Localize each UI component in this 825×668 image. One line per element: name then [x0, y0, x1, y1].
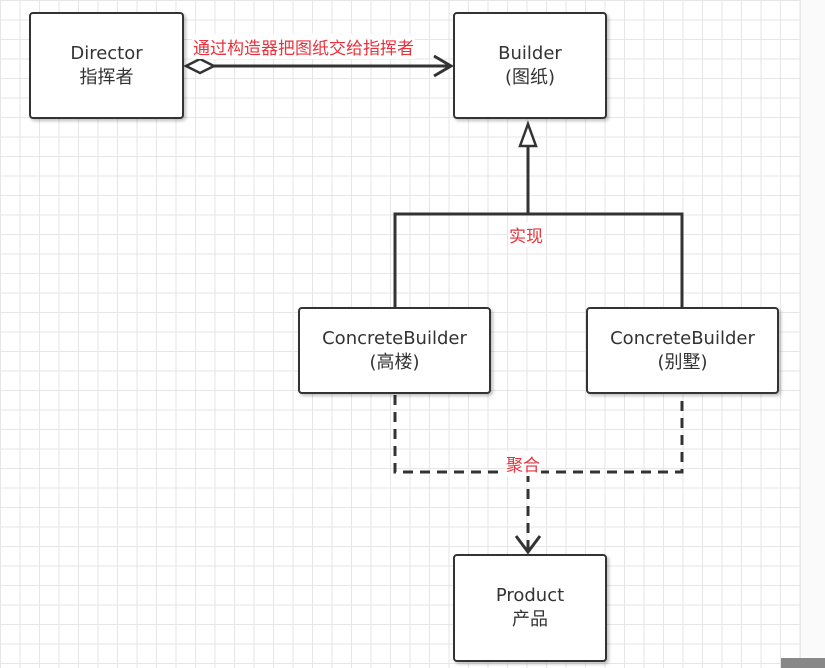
director-name: Director: [70, 42, 143, 64]
canvas-edge-strip: [800, 0, 825, 668]
realization-arrowhead: [518, 120, 538, 148]
aggregation-label: 聚合: [505, 451, 541, 476]
product-sub: 产品: [512, 609, 548, 630]
product-name: Product: [495, 585, 565, 606]
concrete-tall-name: ConcreteBuilder: [322, 327, 467, 349]
director-node[interactable]: Director 指挥者: [29, 12, 184, 119]
builder-sub: (图纸): [504, 66, 556, 88]
director-sub: 指挥者: [79, 66, 134, 88]
concrete-tall-sub: (高楼): [369, 351, 420, 373]
director-builder-label: 通过构造器把图纸交给指挥者: [192, 34, 415, 59]
builder-name: Builder: [498, 42, 562, 64]
aggregation-arrowhead: [514, 535, 542, 555]
concrete-builder-villa-node[interactable]: ConcreteBuilder (别墅): [586, 307, 779, 394]
product-node[interactable]: Product 产品: [453, 554, 607, 662]
realization-branch: [393, 212, 684, 307]
aggregation-branch: [393, 395, 684, 474]
aggregation-diamond: [183, 57, 217, 75]
horizontal-scrollbar-thumb[interactable]: [781, 658, 825, 668]
concrete-builder-tall-node[interactable]: ConcreteBuilder (高楼): [298, 307, 491, 394]
concrete-villa-sub: (别墅): [657, 351, 708, 373]
director-builder-arrowhead: [433, 54, 454, 78]
builder-node[interactable]: Builder (图纸): [453, 12, 607, 119]
concrete-villa-name: ConcreteBuilder: [610, 327, 755, 349]
realization-label: 实现: [508, 222, 544, 247]
